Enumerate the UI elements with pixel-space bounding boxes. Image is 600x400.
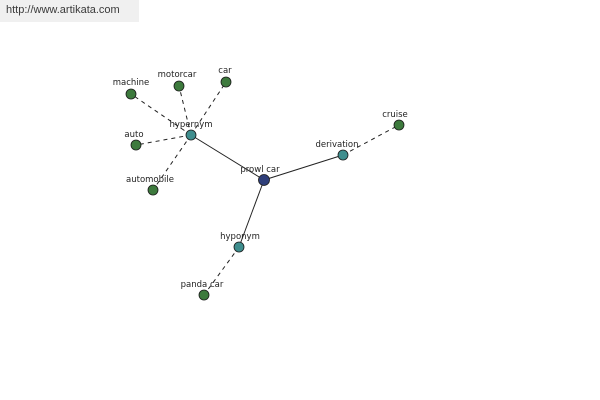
edge-hyponym-to-panda-car [203,246,240,296]
node-automobile[interactable]: automobile [126,175,174,196]
node-label-cruise[interactable]: cruise [382,110,408,120]
node-hyponym[interactable]: hyponym [220,232,260,253]
node-label-motorcar[interactable]: motorcar [158,70,197,80]
edge-hypernym-to-motorcar [178,85,192,136]
node-dot-motorcar[interactable] [173,80,185,92]
node-dot-derivation[interactable] [337,149,349,161]
node-label-hypernym[interactable]: hypernym [169,120,212,130]
node-label-panda-car[interactable]: panda car [181,280,224,290]
node-dot-hyponym[interactable] [233,241,245,253]
node-dot-automobile[interactable] [147,184,159,196]
node-label-prowl-car[interactable]: prowl car [240,165,280,175]
edge-prowl-car-to-hypernym [190,134,265,181]
node-auto[interactable]: auto [124,130,144,151]
node-dot-panda-car[interactable] [198,289,210,301]
node-label-hyponym[interactable]: hyponym [220,232,260,242]
node-cruise[interactable]: cruise [382,110,408,131]
edges-layer [130,81,400,296]
node-dot-prowl-car[interactable] [258,174,270,186]
node-dot-car[interactable] [220,76,232,88]
node-panda-car[interactable]: panda car [181,280,224,301]
node-label-car[interactable]: car [218,66,232,76]
node-derivation[interactable]: derivation [315,140,359,161]
url-banner: http://www.artikata.com [0,0,139,22]
edge-derivation-to-cruise [342,124,400,156]
node-hypernym[interactable]: hypernym [169,120,213,141]
edge-hypernym-to-car [190,81,227,136]
node-dot-cruise[interactable] [393,119,405,131]
nodes-layer: prowl car hypernym derivation hyponym machin… [113,66,408,301]
edge-prowl-car-to-derivation [263,154,344,181]
node-car[interactable]: car [218,66,232,88]
node-dot-auto[interactable] [130,139,142,151]
edge-hypernym-to-automobile [152,134,192,191]
edge-prowl-car-to-hyponym [238,179,265,248]
node-label-auto[interactable]: auto [124,130,143,140]
node-dot-machine[interactable] [125,88,137,100]
site-url[interactable]: http://www.artikata.com [6,4,120,16]
node-label-derivation[interactable]: derivation [315,140,358,150]
edge-hypernym-to-auto [135,134,192,146]
node-dot-hypernym[interactable] [185,129,197,141]
node-label-machine[interactable]: machine [113,78,150,88]
node-prowl-car[interactable]: prowl car [240,165,280,186]
node-machine[interactable]: machine [113,78,150,100]
node-motorcar[interactable]: motorcar [158,70,197,92]
node-label-automobile[interactable]: automobile [126,175,174,185]
